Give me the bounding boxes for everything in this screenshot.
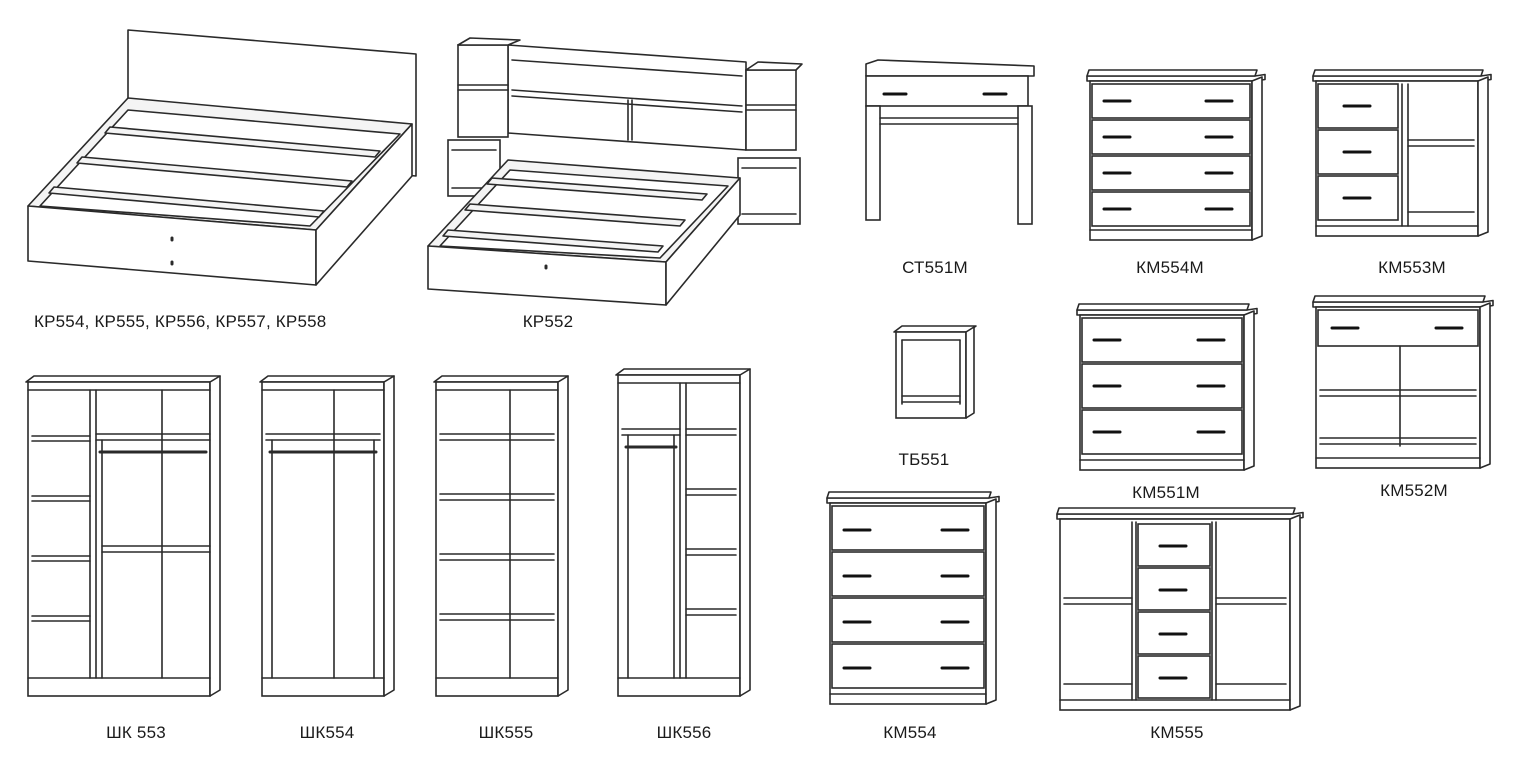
wardrobe-554-drawing (259, 375, 395, 697)
label-bed-group: КР554, КР555, КР556, КР557, КР558 (34, 312, 327, 331)
chest-km553m-drawing (1312, 69, 1492, 237)
label-nightstand-tb551: ТБ551 (898, 450, 950, 469)
wardrobe-556-drawing (615, 368, 751, 697)
label-bed-kr552: КР552 (522, 312, 574, 331)
label-chest-km554m: КМ554М (1136, 258, 1204, 277)
wardrobe-553-drawing (25, 375, 221, 697)
bed-kr552-drawing (427, 37, 803, 306)
label-wardrobe-553: ШК 553 (106, 723, 166, 742)
chest-km555-drawing (1056, 507, 1304, 711)
label-table-st551m: СТ551М (902, 258, 968, 277)
label-chest-km552m: КМ552М (1380, 481, 1448, 500)
label-chest-km553m: КМ553М (1378, 258, 1446, 277)
chest-km554-drawing (826, 491, 1000, 705)
label-wardrobe-554: ШК554 (299, 723, 355, 742)
label-chest-km554: КМ554 (883, 723, 937, 742)
label-chest-km551m: КМ551М (1132, 483, 1200, 502)
label-wardrobe-555: ШК555 (478, 723, 534, 742)
label-chest-km555: КМ555 (1150, 723, 1204, 742)
chest-km551m-drawing (1076, 303, 1258, 471)
wardrobe-555-drawing (433, 375, 569, 697)
label-wardrobe-556: ШК556 (656, 723, 712, 742)
nightstand-tb551-drawing (893, 325, 977, 419)
bed-kr554-group-drawing (27, 29, 417, 286)
chest-km554m-drawing (1086, 69, 1266, 241)
table-st551m-drawing (865, 59, 1035, 225)
chest-km552m-drawing (1312, 295, 1494, 469)
